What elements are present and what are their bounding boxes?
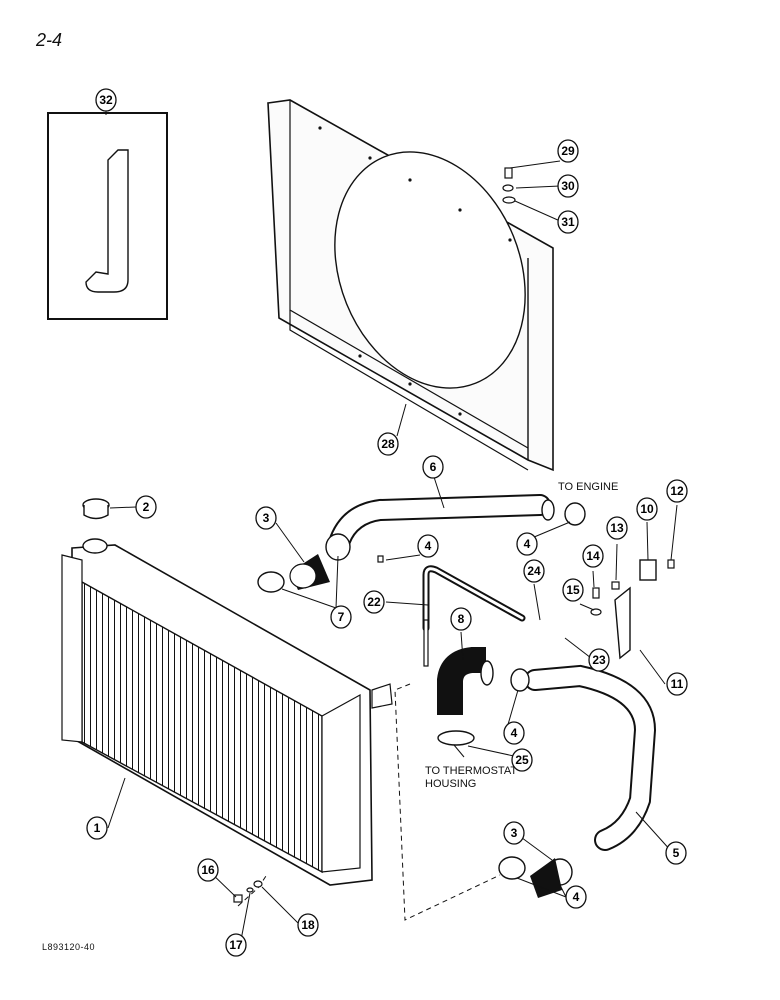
callout-bubble (297, 913, 319, 937)
callout-number: 24 (527, 564, 541, 578)
callout-number: 31 (561, 215, 575, 229)
callout-bubble (197, 858, 219, 882)
callout-number: 4 (425, 539, 432, 553)
overflow-tube (377, 555, 526, 667)
callout-bubble (417, 534, 439, 558)
inset-box-32 (47, 112, 168, 320)
callout-bubble (582, 544, 604, 568)
callout-number: 6 (430, 460, 437, 474)
radiator (61, 538, 393, 886)
callout-bubble (606, 516, 628, 540)
dashed-connectors (237, 683, 501, 921)
callout-bubble (557, 210, 579, 234)
elbow-hose (437, 647, 494, 746)
callout-bubble (503, 721, 525, 745)
upper-tube (329, 494, 586, 551)
callout-number: 22 (367, 595, 381, 609)
callout-bubble (666, 672, 688, 696)
callout-bubble (666, 479, 688, 503)
hardware-29-31 (502, 167, 516, 204)
callout-bubble (588, 648, 610, 672)
callout-number: 4 (524, 537, 531, 551)
note-to-thermostat-line1: TO THERMOSTAT (425, 765, 518, 777)
radiator-cap (82, 498, 110, 520)
note-to-thermostat-line2: HOUSING (425, 778, 477, 790)
note-to-engine: TO ENGINE (558, 481, 619, 493)
callout-number: 18 (301, 918, 315, 932)
callout-bubble (665, 841, 687, 865)
callout-bubble (636, 497, 658, 521)
callout-number: 8 (458, 612, 465, 626)
callout-number: 3 (263, 511, 270, 525)
callout-number: 4 (573, 890, 580, 904)
callout-bubble (377, 432, 399, 456)
callout-bubble (95, 88, 117, 112)
callout-bubble (511, 748, 533, 772)
callout-bubble (330, 605, 352, 629)
callout-bubble (422, 455, 444, 479)
lower-tube (498, 664, 657, 898)
callout-number: 5 (673, 846, 680, 860)
fan-shroud (267, 99, 554, 472)
callout-bubble (450, 607, 472, 631)
callout-bubble (557, 174, 579, 198)
bracket-assembly (590, 559, 675, 660)
callout-number: 25 (515, 753, 529, 767)
callout-bubble (565, 885, 587, 909)
callout-bubble (523, 559, 545, 583)
hardware-16-18 (233, 880, 263, 903)
figure-code: L893120-40 (42, 942, 96, 952)
callout-bubble (86, 816, 108, 840)
page-number: 2-4 (36, 30, 63, 50)
callout-number: 2 (143, 500, 150, 514)
callout-number: 15 (566, 583, 580, 597)
callout-number: 32 (99, 93, 113, 107)
callout-number: 28 (381, 437, 395, 451)
callout-number: 10 (640, 502, 654, 516)
callout-number: 7 (338, 610, 345, 624)
callout-number: 13 (610, 521, 624, 535)
callout-number: 3 (511, 826, 518, 840)
callout-number: 29 (561, 144, 575, 158)
callout-number: 30 (561, 179, 575, 193)
callout-number: 12 (670, 484, 684, 498)
hose-and-clamps-upper (257, 533, 351, 593)
callout-bubble (225, 933, 247, 957)
callout-bubble (562, 578, 584, 602)
callout-bubble (516, 532, 538, 556)
callout-number: 1 (94, 821, 101, 835)
callout-number: 16 (201, 863, 215, 877)
callout-bubble (557, 139, 579, 163)
callout-bubble (135, 495, 157, 519)
leader-lines (105, 109, 678, 941)
callout-number: 17 (229, 938, 243, 952)
callout-bubble (503, 821, 525, 845)
callout-group: 3229303128623447228241413101215231142535… (86, 88, 688, 957)
callout-bubble (363, 590, 385, 614)
callout-number: 11 (671, 677, 684, 691)
callout-number: 23 (592, 653, 606, 667)
callout-bubble (255, 506, 277, 530)
callout-number: 4 (511, 726, 518, 740)
callout-number: 14 (586, 549, 600, 563)
